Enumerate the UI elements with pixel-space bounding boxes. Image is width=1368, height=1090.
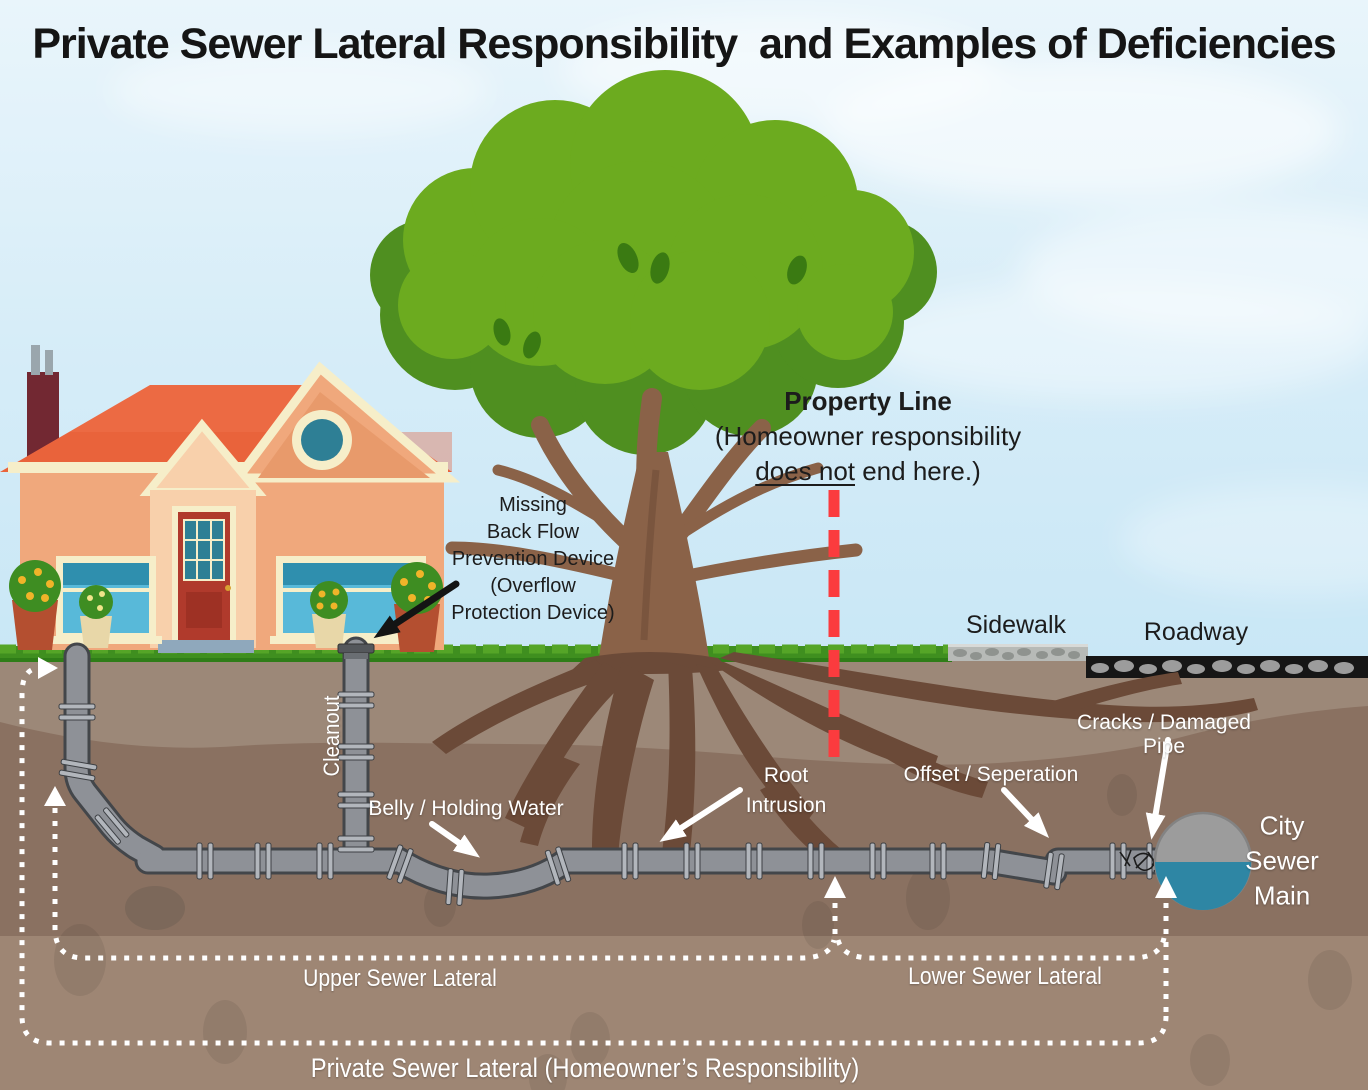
- lateral-dotted-lines: [19, 665, 1169, 1046]
- tree-roots: [432, 652, 1258, 870]
- belly-holding-water-label: Belly / Holding Water: [368, 797, 564, 820]
- root-intrusion-arrow: [659, 787, 743, 842]
- tree-canopy-light: [398, 70, 914, 390]
- property-line-underlined: does not: [755, 456, 855, 486]
- private-sewer-lateral-label: Private Sewer Lateral (Homeowner’s Respo…: [310, 1053, 860, 1083]
- cleanout-label: Cleanout: [319, 695, 344, 777]
- property-line-rest: end here.): [855, 456, 981, 486]
- upper-lateral-path: [52, 808, 837, 961]
- roadway-label: Roadway: [1143, 618, 1249, 646]
- backflow-arrow: [373, 580, 460, 639]
- cracks-damaged-pipe-label: Cracks / Damaged Pipe: [1077, 711, 1251, 758]
- leaf-accents: [493, 243, 807, 359]
- roadway-surface: [1086, 656, 1368, 678]
- offset-pipe-segment: [983, 851, 1065, 883]
- upper-sewer-lateral-label: Upper Sewer Lateral: [303, 965, 497, 992]
- city-sewer-main: [1153, 811, 1253, 911]
- city-sewer-main-label: City Sewer Main: [1245, 810, 1319, 911]
- page-title: Private Sewer Lateral Responsibility and…: [32, 20, 1336, 68]
- tree-trunk: [598, 452, 710, 664]
- missing-backflow-label: Missing Back Flow Prevention Device (Ove…: [451, 494, 615, 624]
- cleanout-cap: [337, 643, 375, 659]
- tree: [370, 70, 937, 664]
- soil-rock: [125, 886, 185, 930]
- soil-light-bottom-band: [0, 936, 1368, 1090]
- sidewalk-label: Sidewalk: [965, 611, 1067, 639]
- label-arrows: [373, 580, 1171, 858]
- property-line-label: Property Line (Homeowner responsibility …: [678, 384, 1058, 489]
- sidewalk-surface: [948, 644, 1088, 661]
- property-line-title: Property Line: [784, 386, 952, 416]
- house: [0, 345, 461, 653]
- lower-lateral-path: [835, 937, 1167, 961]
- dotted-line-arrowheads: [38, 657, 1177, 898]
- cracks-arrow: [1145, 737, 1171, 840]
- offset-seperation-label: Offset / Seperation: [903, 763, 1079, 786]
- lower-sewer-lateral-label: Lower Sewer Lateral: [908, 963, 1102, 990]
- property-line-sub1: (Homeowner responsibility: [714, 421, 1022, 451]
- property-line-sub2: does not end here.): [678, 454, 1058, 489]
- front-door: [172, 506, 236, 642]
- porch-step: [158, 640, 254, 653]
- root-intrusion-label: Root Intrusion: [745, 764, 827, 817]
- offset-arrow: [1001, 787, 1050, 839]
- sewer-pipes: [58, 636, 1174, 907]
- belly-arrow: [429, 821, 481, 858]
